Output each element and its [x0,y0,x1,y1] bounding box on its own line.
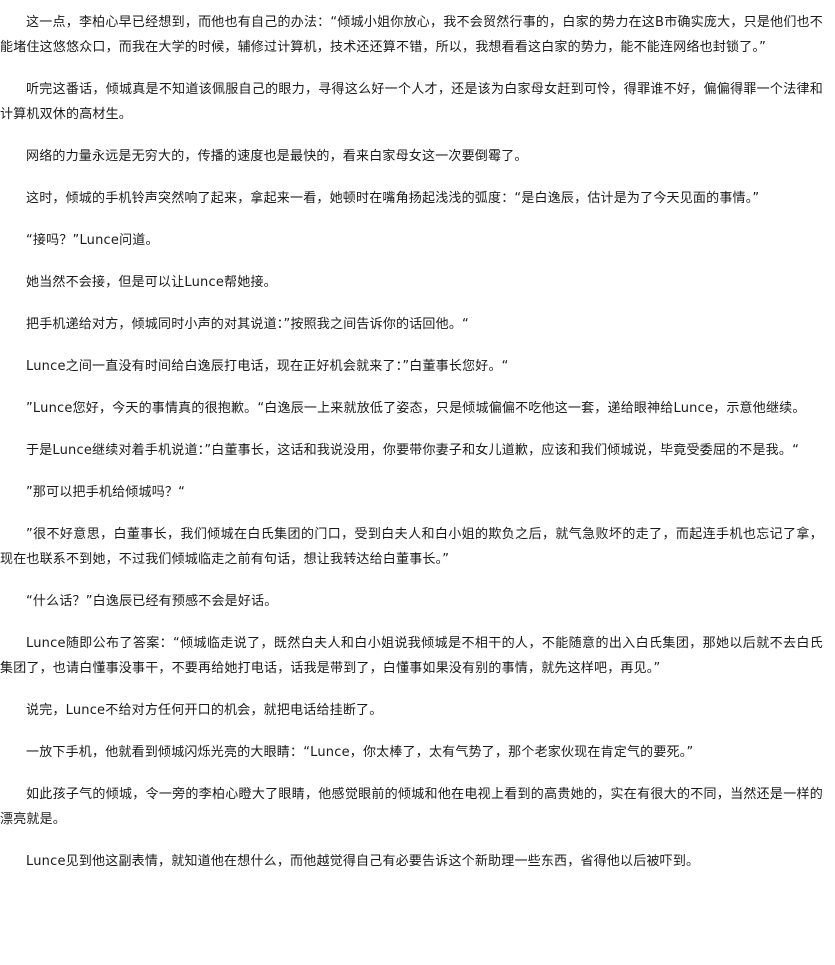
paragraph: 听完这番话，倾城真是不知道该佩服自己的眼力，寻得这么好一个人才，还是该为白家母女… [0,82,823,122]
paragraph: “什么话？”白逸辰已经有预感不会是好话。 [26,594,278,609]
paragraph: 这一点，李柏心早已经想到，而他也有自己的办法：“倾城小姐你放心，我不会贸然行事的… [0,15,823,55]
paragraph: 她当然不会接，但是可以让Lunce帮她接。 [26,275,277,290]
paragraph: 这时，倾城的手机铃声突然响了起来，拿起来一看，她顿时在嘴角扬起浅浅的弧度：“是白… [26,191,760,206]
paragraph: 把手机递给对方，倾城同时小声的对其说道：”按照我之间告诉你的话回他。“ [26,317,469,332]
paragraph: “接吗？”Lunce问道。 [26,233,159,248]
paragraph: 一放下手机，他就看到倾城闪烁光亮的大眼睛：“Lunce，你太棒了，太有气势了，那… [26,745,694,760]
paragraph: 说完，Lunce不给对方任何开口的机会，就把电话给挂断了。 [26,703,383,718]
paragraph: ”Lunce您好，今天的事情真的很抱歉。“白逸辰一上来就放低了姿态，只是倾城偏偏… [26,401,806,416]
paragraph: Lunce之间一直没有时间给白逸辰打电话，现在正好机会就来了：”白董事长您好。“ [26,359,509,374]
paragraph: 如此孩子气的倾城，令一旁的李柏心瞪大了眼睛，他感觉眼前的倾城和他在电视上看到的高… [0,787,823,827]
paragraph: Lunce随即公布了答案：“倾城临走说了，既然白夫人和白小姐说我倾城是不相干的人… [0,636,823,676]
paragraph: ”很不好意思，白董事长，我们倾城在白氏集团的门口，受到白夫人和白小姐的欺负之后，… [0,527,823,567]
paragraph: 网络的力量永远是无穷大的，传播的速度也是最快的，看来白家母女这一次要倒霉了。 [26,149,528,164]
paragraph: ”那可以把手机给倾城吗？“ [26,485,186,500]
paragraph: 于是Lunce继续对着手机说道：”白董事长，这话和我说没用，你要带你妻子和女儿道… [26,443,800,458]
paragraph: Lunce见到他这副表情，就知道他在想什么，而他越觉得自己有必要告诉这个新助理一… [26,854,700,869]
